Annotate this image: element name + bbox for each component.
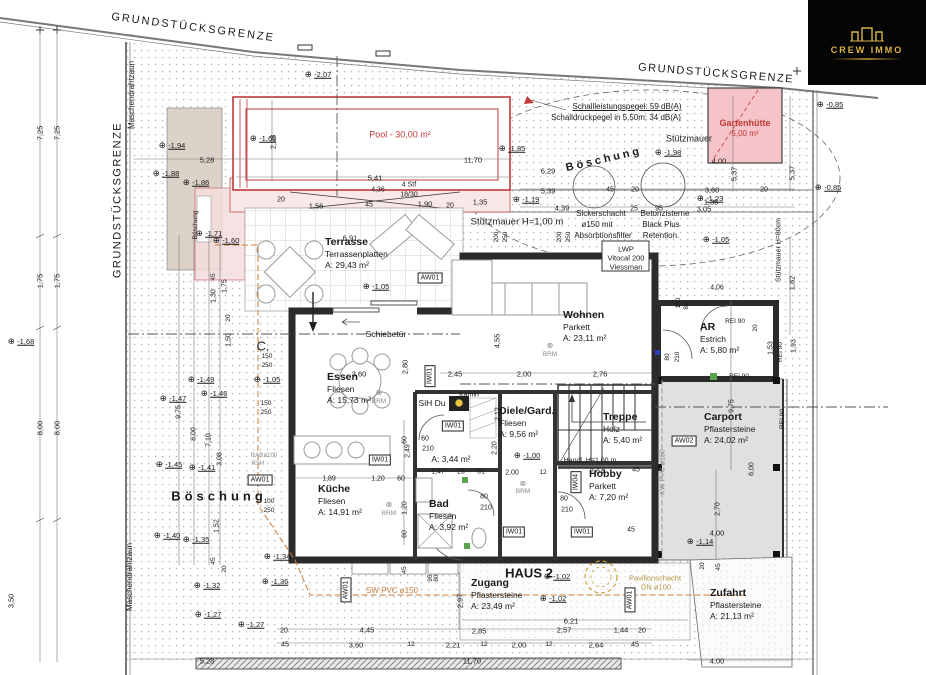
sliding-door: [332, 300, 418, 326]
pavilion-shaft-inner: [590, 566, 612, 588]
stairs: [557, 384, 653, 466]
south-wall-band: [195, 657, 622, 670]
deck-stairs: [289, 191, 461, 211]
markers: [462, 350, 717, 549]
fireplace-flue: [454, 398, 464, 408]
carport-area: [656, 378, 784, 561]
company-logo: CREW IMMO: [808, 0, 926, 85]
pool-inner: [245, 108, 499, 181]
logo-building-icon: [850, 26, 884, 41]
sewer-line: [215, 244, 745, 596]
pool-steps: [239, 99, 248, 188]
hut-diagonal: [711, 89, 759, 162]
furniture: [256, 213, 588, 549]
pavilion-shaft: [584, 560, 618, 594]
ar-room: [655, 300, 779, 382]
axis-lines: [128, 56, 888, 408]
dimension-lines: [35, 30, 812, 662]
entry-steps: [351, 561, 459, 575]
property-boundary: [0, 17, 879, 675]
zufahrt-dots: [690, 557, 792, 667]
logo-tagline-rule: [832, 57, 902, 60]
logo-title: CREW IMMO: [830, 44, 904, 55]
zugang-dots: [460, 563, 690, 640]
annex-box: [196, 195, 212, 243]
section-arrow-c: [309, 292, 317, 332]
heatpump-box: [601, 240, 650, 272]
interior-walls: [413, 390, 655, 560]
garden-hut: [707, 87, 783, 164]
